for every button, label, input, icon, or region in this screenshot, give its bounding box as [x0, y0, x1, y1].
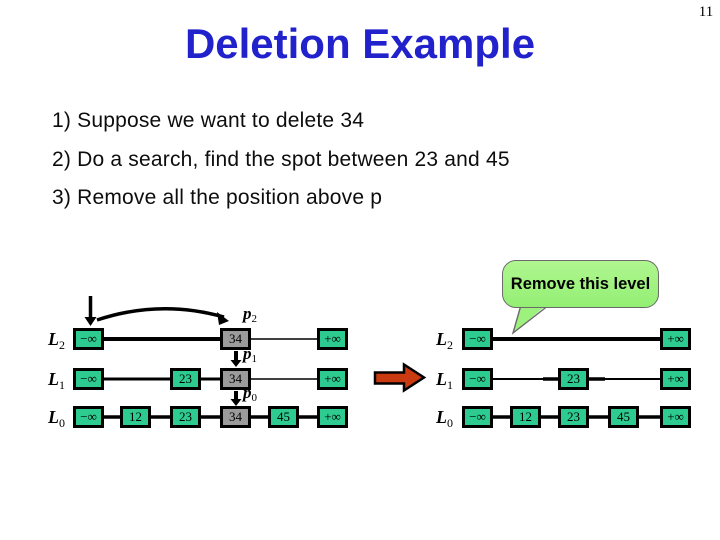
skiplist-node: 23: [170, 368, 201, 390]
skiplist-node: +∞: [317, 368, 348, 390]
skiplist-node: 23: [558, 406, 589, 428]
after-level-label-l0: L0: [436, 407, 453, 430]
pointer-label-p1: p1: [243, 344, 257, 365]
step-2: 2) Do a search, find the spot between 23…: [52, 147, 510, 171]
skiplist-node: 23: [558, 368, 589, 390]
before-level-label-l1: L1: [48, 369, 65, 392]
skiplist-node-highlighted: 34: [220, 328, 251, 350]
skiplist-node: −∞: [462, 368, 493, 390]
search-path-arc-icon: [96, 307, 225, 322]
skiplist-node: 23: [170, 406, 201, 428]
skiplist-node-highlighted: 34: [220, 368, 251, 390]
callout-text: Remove this level: [510, 274, 651, 293]
transform-arrow-icon: [373, 362, 427, 393]
skiplist-node: +∞: [660, 368, 691, 390]
callout-tail-outline: [511, 304, 550, 335]
skiplist-node: 45: [608, 406, 639, 428]
page-title: Deletion Example: [184, 20, 536, 67]
after-level-label-l2: L2: [436, 329, 453, 352]
skiplist-node: +∞: [660, 406, 691, 428]
skiplist-node: 12: [510, 406, 541, 428]
step-3: 3) Remove all the position above p: [52, 186, 383, 209]
before-level-label-l0: L0: [48, 407, 65, 430]
step-1: 1) Suppose we want to delete 34: [52, 109, 365, 132]
pointer-label-p0: p0: [243, 383, 257, 404]
after-level-label-l1: L1: [436, 369, 453, 392]
skiplist-node: 45: [268, 406, 299, 428]
search-path-arrowhead-icon: [217, 312, 229, 325]
skiplist-node: +∞: [660, 328, 691, 350]
pointer-down-arrowhead-icon: [230, 360, 242, 367]
callout-bubble: Remove this level: [502, 260, 659, 308]
skiplist-node: −∞: [462, 328, 493, 350]
skiplist-node: 12: [120, 406, 151, 428]
skiplist-node: −∞: [73, 368, 104, 390]
skiplist-node: −∞: [73, 406, 104, 428]
skiplist-node: −∞: [462, 406, 493, 428]
pointer-down-arrowhead-icon: [230, 399, 242, 406]
before-level-label-l2: L2: [48, 329, 65, 352]
skiplist-node: +∞: [317, 328, 348, 350]
skiplist-node: +∞: [317, 406, 348, 428]
skiplist-node: −∞: [73, 328, 104, 350]
search-entry-arrowhead-icon: [84, 317, 97, 326]
page-number: 11: [698, 4, 714, 20]
pointer-label-p2: p2: [243, 304, 257, 325]
skiplist-node-highlighted: 34: [220, 406, 251, 428]
steps-list: 1) Suppose we want to delete 34 2) Do a …: [52, 102, 510, 218]
